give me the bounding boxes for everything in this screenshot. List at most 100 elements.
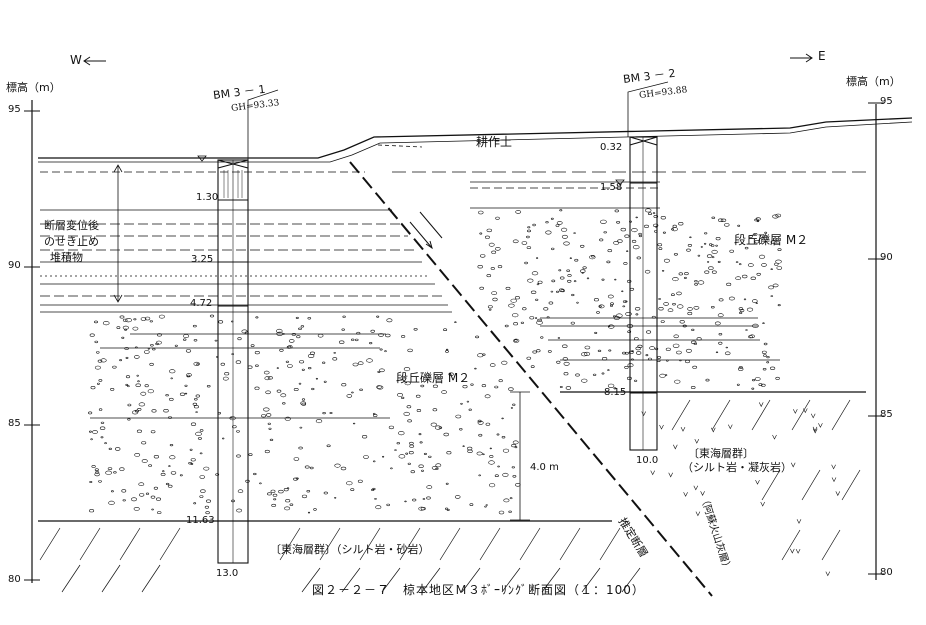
gravel-pebble: [299, 360, 305, 364]
gravel-pebble: [489, 363, 496, 367]
gravel-pebble: [255, 364, 259, 367]
gravel-pebble: [601, 372, 605, 375]
gravel-pebble: [354, 338, 359, 342]
gravel-pebble: [776, 266, 783, 270]
gravel-pebble: [492, 297, 498, 302]
gravel-pebble: [94, 468, 99, 472]
gravel-pebble: [479, 286, 485, 290]
gravel-pebble: [515, 210, 522, 214]
gravel-pebble: [684, 272, 689, 276]
gravel-pebble: [272, 493, 278, 497]
gravel-pebble: [418, 506, 425, 511]
gravel-pebble: [415, 394, 421, 398]
gravel-pebble: [218, 320, 224, 324]
gravel-pebble: [446, 451, 452, 455]
gravel-pebble: [376, 315, 380, 318]
gravel-pebble: [594, 331, 598, 334]
gravel-pebble: [300, 401, 307, 406]
gravel-pebble: [105, 470, 112, 475]
tuff-mark: [795, 548, 801, 554]
tuff-mark: [810, 413, 816, 419]
tokai-right-label-2: （シルト岩・凝灰岩）: [682, 461, 792, 474]
gravel-pebble: [636, 351, 642, 355]
gravel-pebble: [134, 409, 139, 413]
gravel-pebble: [323, 380, 327, 383]
gravel-pebble: [134, 346, 138, 349]
gravel-pebble: [531, 271, 539, 276]
gravel-pebble: [396, 442, 400, 445]
tuff-mark: [818, 423, 823, 428]
tuff-mark: [694, 438, 700, 444]
gravel-pebble: [624, 234, 630, 238]
gravel-pebble: [369, 342, 373, 345]
gravel-pebble: [622, 351, 626, 355]
gravel-pebble: [184, 384, 188, 387]
gravel-pebble: [592, 373, 597, 376]
gravel-pebble: [708, 243, 713, 246]
gravel-pebble: [454, 321, 457, 324]
gravel-pebble: [607, 325, 611, 328]
gravel-pebble: [89, 333, 95, 337]
gravel-pebble: [653, 215, 659, 219]
gravel-pebble: [98, 480, 102, 483]
gravel-pebble: [603, 231, 607, 234]
gravel-pebble: [484, 394, 491, 399]
bm3-2-depth-4: 10.0: [636, 455, 659, 466]
gravel-pebble: [576, 301, 579, 304]
gravel-pebble: [762, 368, 767, 371]
gravel-pebble: [614, 278, 617, 281]
gravel-pebble: [520, 321, 525, 324]
gravel-pebble: [194, 398, 198, 401]
gravel-pebble: [229, 416, 236, 421]
left-bedrock-hatch: [39, 527, 641, 593]
gravel-pebble: [351, 391, 354, 394]
gravel-pebble: [158, 314, 165, 319]
gravel-pebble: [190, 422, 197, 426]
gravel-pebble: [434, 425, 442, 430]
gravel-pebble: [494, 474, 499, 478]
gravel-pebble: [215, 473, 220, 476]
left-axis-tick-85: 85: [8, 418, 21, 429]
gravel-pebble: [672, 303, 676, 306]
gravel-pebble: [738, 366, 743, 369]
gravel-pebble: [490, 267, 495, 270]
right-axis-tick-85: 85: [880, 409, 893, 420]
gravel-pebble: [295, 477, 299, 480]
gravel-pebble: [612, 315, 616, 318]
gravel-pebble: [286, 487, 290, 490]
gravel-pebble: [671, 293, 675, 297]
gravel-pebble: [342, 315, 346, 318]
gravel-pebble: [672, 343, 680, 348]
gravel-pebble: [616, 221, 621, 224]
gravel-pebble: [104, 442, 108, 445]
tuff-mark: [760, 501, 765, 507]
gravel-pebble: [596, 311, 600, 314]
gravel-pebble: [607, 383, 615, 388]
gravel-pebble: [750, 276, 756, 280]
gravel-pebble: [775, 259, 782, 264]
gravel-pebble: [739, 308, 745, 312]
gravel-pebble: [445, 350, 449, 353]
gravel-pebble: [193, 361, 200, 366]
gravel-pebble: [156, 333, 162, 337]
gravel-pebble: [378, 333, 384, 337]
gravel-pebble: [521, 241, 528, 245]
gravel-pebble: [435, 467, 439, 470]
gravel-pebble: [426, 485, 433, 489]
gravel-pebble: [651, 315, 656, 319]
gravel-pebble: [149, 362, 154, 366]
gravel-pebble: [524, 261, 528, 265]
gravel-pebble: [627, 376, 632, 381]
gravel-pebble: [188, 462, 192, 465]
gravel-pebble: [638, 234, 643, 238]
gravel-pebble: [269, 438, 274, 442]
gravel-pebble: [273, 498, 277, 501]
gravel-pebble: [121, 489, 127, 493]
gravel-pebble: [530, 290, 537, 294]
gravel-pebble: [582, 266, 587, 270]
gravel-pebble: [89, 480, 93, 483]
gravel-pebble: [270, 489, 276, 493]
gravel-pebble: [478, 210, 484, 215]
gravel-pebble: [134, 452, 141, 457]
gravel-pebble: [405, 452, 409, 455]
